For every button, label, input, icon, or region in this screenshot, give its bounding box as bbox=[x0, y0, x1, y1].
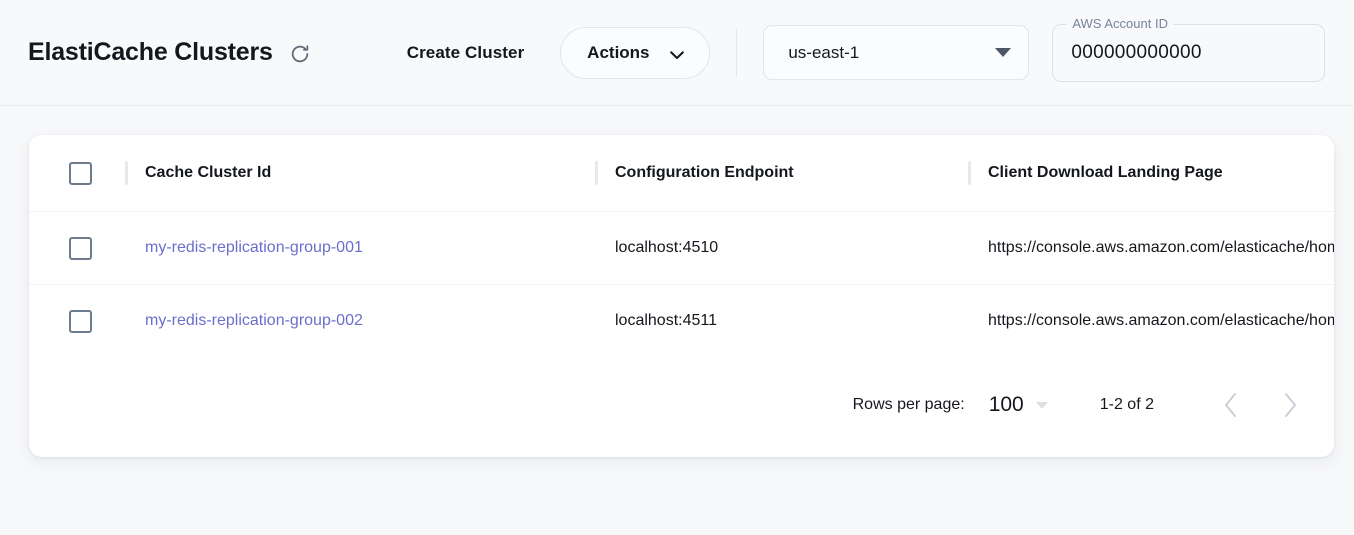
column-divider bbox=[595, 161, 598, 185]
pagination-range-text: 1-2 of 2 bbox=[1100, 396, 1154, 414]
app-header: ElastiCache Clusters Create Cluster Acti… bbox=[0, 0, 1354, 106]
landing-page-text: https://console.aws.amazon.com/elasticac… bbox=[988, 239, 1334, 257]
actions-button-label: Actions bbox=[587, 43, 649, 63]
next-page-button[interactable] bbox=[1268, 384, 1310, 426]
row-select-cell bbox=[29, 237, 125, 260]
row-select-cell bbox=[29, 310, 125, 333]
rows-per-page-select[interactable]: 100 bbox=[989, 393, 1048, 417]
column-spacer bbox=[968, 309, 971, 333]
region-select[interactable]: us-east-1 bbox=[763, 25, 1029, 80]
cluster-id-link[interactable]: my-redis-replication-group-001 bbox=[145, 239, 363, 257]
page-title: ElastiCache Clusters bbox=[28, 38, 273, 67]
header-divider bbox=[736, 29, 737, 77]
table-row[interactable]: my-redis-replication-group-001 localhost… bbox=[29, 211, 1334, 284]
previous-page-button[interactable] bbox=[1210, 384, 1252, 426]
column-header-label: Configuration Endpoint bbox=[615, 164, 794, 182]
title-group: ElastiCache Clusters bbox=[28, 38, 313, 67]
row-checkbox[interactable] bbox=[69, 310, 92, 333]
cell-configuration-endpoint: localhost:4510 bbox=[595, 236, 968, 260]
column-spacer bbox=[595, 309, 598, 333]
cell-client-download-landing-page: https://console.aws.amazon.com/elasticac… bbox=[968, 236, 1334, 260]
column-spacer bbox=[968, 236, 971, 260]
rows-per-page-value: 100 bbox=[989, 393, 1024, 417]
chevron-down-icon bbox=[670, 48, 684, 57]
clusters-card: Cache Cluster Id Configuration Endpoint … bbox=[29, 135, 1334, 457]
column-header-client-download-landing-page[interactable]: Client Download Landing Page bbox=[968, 161, 1334, 185]
column-header-label: Cache Cluster Id bbox=[145, 164, 271, 182]
column-spacer bbox=[125, 309, 128, 333]
rows-per-page-label: Rows per page: bbox=[853, 396, 965, 414]
column-spacer bbox=[125, 236, 128, 260]
table-row[interactable]: my-redis-replication-group-002 localhost… bbox=[29, 284, 1334, 357]
create-cluster-button[interactable]: Create Cluster bbox=[405, 37, 527, 69]
region-select-value: us-east-1 bbox=[788, 43, 995, 63]
actions-button[interactable]: Actions bbox=[560, 27, 710, 79]
cell-configuration-endpoint: localhost:4511 bbox=[595, 309, 968, 333]
pagination-bar: Rows per page: 100 1-2 of 2 bbox=[29, 357, 1334, 453]
column-spacer bbox=[595, 236, 598, 260]
clusters-table: Cache Cluster Id Configuration Endpoint … bbox=[29, 135, 1334, 453]
column-divider bbox=[968, 161, 971, 185]
select-all-checkbox[interactable] bbox=[69, 162, 92, 185]
cell-client-download-landing-page: https://console.aws.amazon.com/elasticac… bbox=[968, 309, 1334, 333]
aws-account-id-field[interactable]: AWS Account ID 000000000000 bbox=[1052, 24, 1325, 82]
triangle-down-icon bbox=[995, 48, 1011, 57]
configuration-endpoint-text: localhost:4511 bbox=[615, 312, 717, 330]
cell-cache-cluster-id: my-redis-replication-group-002 bbox=[125, 309, 595, 333]
table-header-row: Cache Cluster Id Configuration Endpoint … bbox=[29, 135, 1334, 211]
column-header-label: Client Download Landing Page bbox=[988, 164, 1223, 182]
column-header-configuration-endpoint[interactable]: Configuration Endpoint bbox=[595, 161, 968, 185]
refresh-icon[interactable] bbox=[287, 41, 313, 67]
row-checkbox[interactable] bbox=[69, 237, 92, 260]
select-all-cell bbox=[29, 162, 125, 185]
triangle-down-icon bbox=[1036, 402, 1048, 409]
aws-account-id-label: AWS Account ID bbox=[1067, 16, 1173, 32]
column-header-cache-cluster-id[interactable]: Cache Cluster Id bbox=[125, 161, 595, 185]
cluster-id-link[interactable]: my-redis-replication-group-002 bbox=[145, 312, 363, 330]
configuration-endpoint-text: localhost:4510 bbox=[615, 239, 718, 257]
aws-account-id-value: 000000000000 bbox=[1071, 42, 1201, 64]
cell-cache-cluster-id: my-redis-replication-group-001 bbox=[125, 236, 595, 260]
column-divider bbox=[125, 161, 128, 185]
landing-page-text: https://console.aws.amazon.com/elasticac… bbox=[988, 312, 1334, 330]
